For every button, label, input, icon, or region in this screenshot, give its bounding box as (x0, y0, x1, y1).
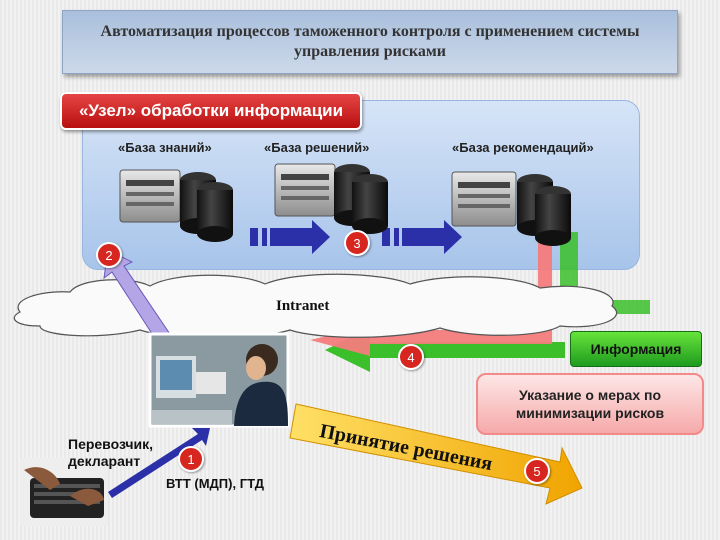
recommendation-base-label: «База рекомендаций» (452, 140, 594, 155)
risk-measures-label: Указание о мерах по минимизации рисков (515, 387, 665, 421)
decision-arrow (289, 403, 583, 505)
slide-title-box: Автоматизация процессов таможенного конт… (62, 10, 678, 74)
processing-node-label: «Узел» обработки информации (60, 92, 362, 130)
documents-label: ВТТ (МДП), ГТД (166, 476, 264, 491)
server-recommendations (451, 171, 571, 246)
submit-arrow (108, 428, 210, 498)
step-badge-5: 5 (524, 458, 550, 484)
risk-measures-box: Указание о мерах по минимизации рисков (476, 373, 704, 435)
intranet-label: Intranet (276, 298, 330, 314)
information-label: Информация (590, 341, 682, 357)
flow-arrow-1-2 (250, 220, 330, 254)
carrier-label: Перевозчик, декларант (68, 436, 154, 469)
knowledge-base-label: «База знаний» (118, 140, 212, 155)
step-badge-3: 3 (344, 230, 370, 256)
server-decisions (274, 163, 388, 234)
inspector-photo (148, 332, 290, 428)
server-knowledge (119, 169, 233, 242)
decision-base-label: «База решений» (264, 140, 370, 155)
flow-arrow-2-3 (382, 220, 462, 254)
information-box: Информация (570, 331, 702, 367)
slide-title: Автоматизация процессов таможенного конт… (100, 23, 640, 60)
carrier-photo (20, 458, 108, 526)
step-badge-2: 2 (96, 242, 122, 268)
processing-node-text: «Узел» обработки информации (78, 101, 344, 120)
step-badge-1: 1 (178, 446, 204, 472)
step-badge-4: 4 (398, 344, 424, 370)
